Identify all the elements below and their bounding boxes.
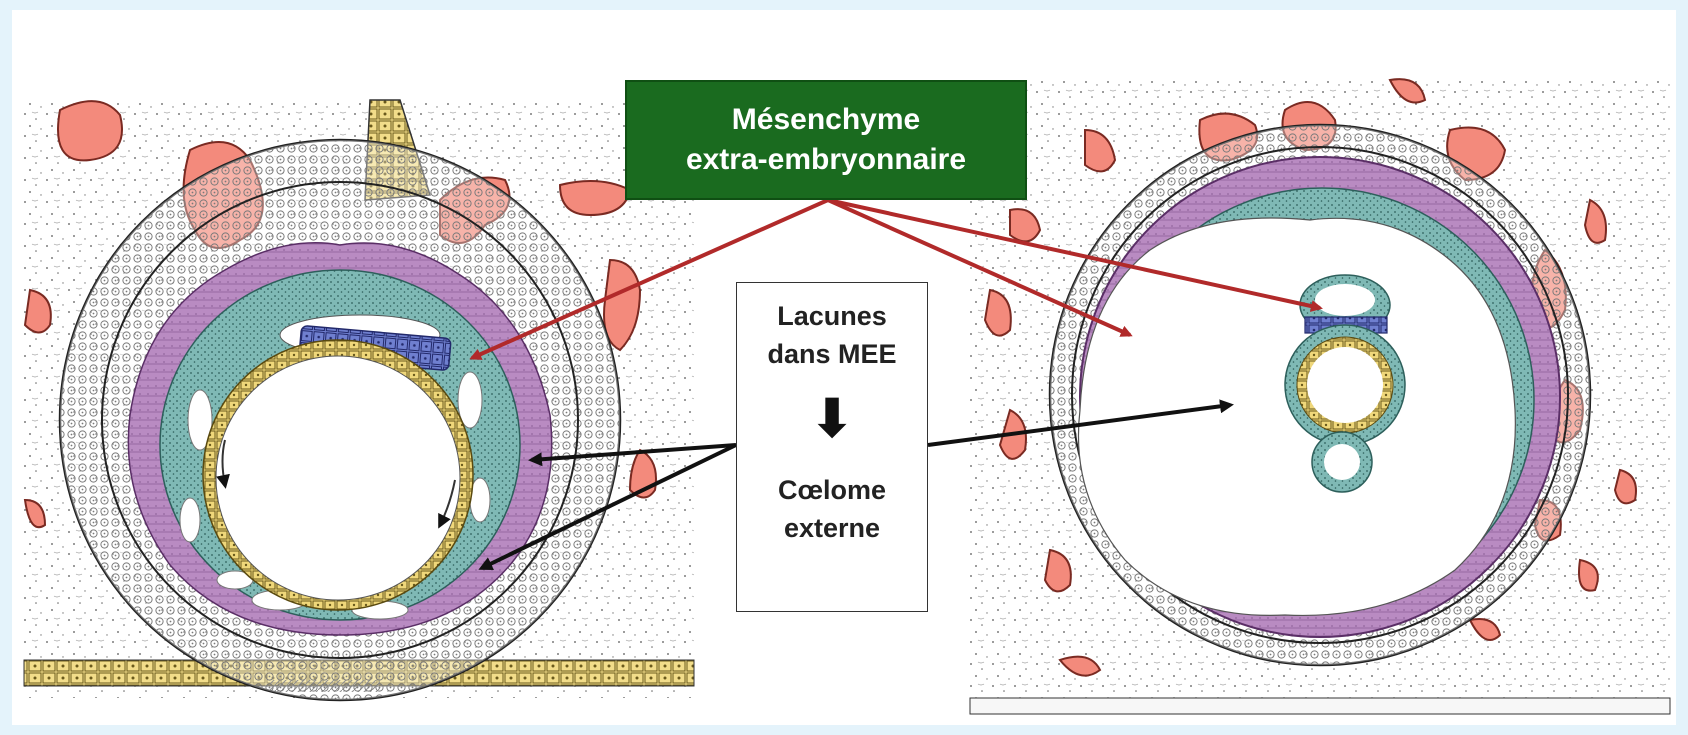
- left-embryo-drawing: [24, 98, 694, 700]
- right-uterine-epithelium-band: [970, 698, 1670, 714]
- down-arrow-icon: ⬇: [809, 389, 854, 449]
- lacunes-label-line3: Cœlome: [778, 471, 886, 509]
- mesenchyme-label-line1: Mésenchyme: [732, 100, 920, 140]
- right-embryo-drawing: [970, 79, 1670, 714]
- mesenchyme-label: Mésenchyme extra-embryonnaire: [625, 80, 1027, 200]
- lacunes-label-line1: Lacunes: [777, 297, 887, 335]
- lacunes-label-line4: externe: [784, 509, 880, 547]
- mesenchyme-label-line2: extra-embryonnaire: [686, 140, 966, 180]
- left-yolk-sac-cavity: [216, 356, 460, 600]
- lacunes-label-line2: dans MEE: [767, 335, 896, 373]
- lacunes-coelome-label: Lacunes dans MEE ⬇ Cœlome externe: [736, 282, 928, 612]
